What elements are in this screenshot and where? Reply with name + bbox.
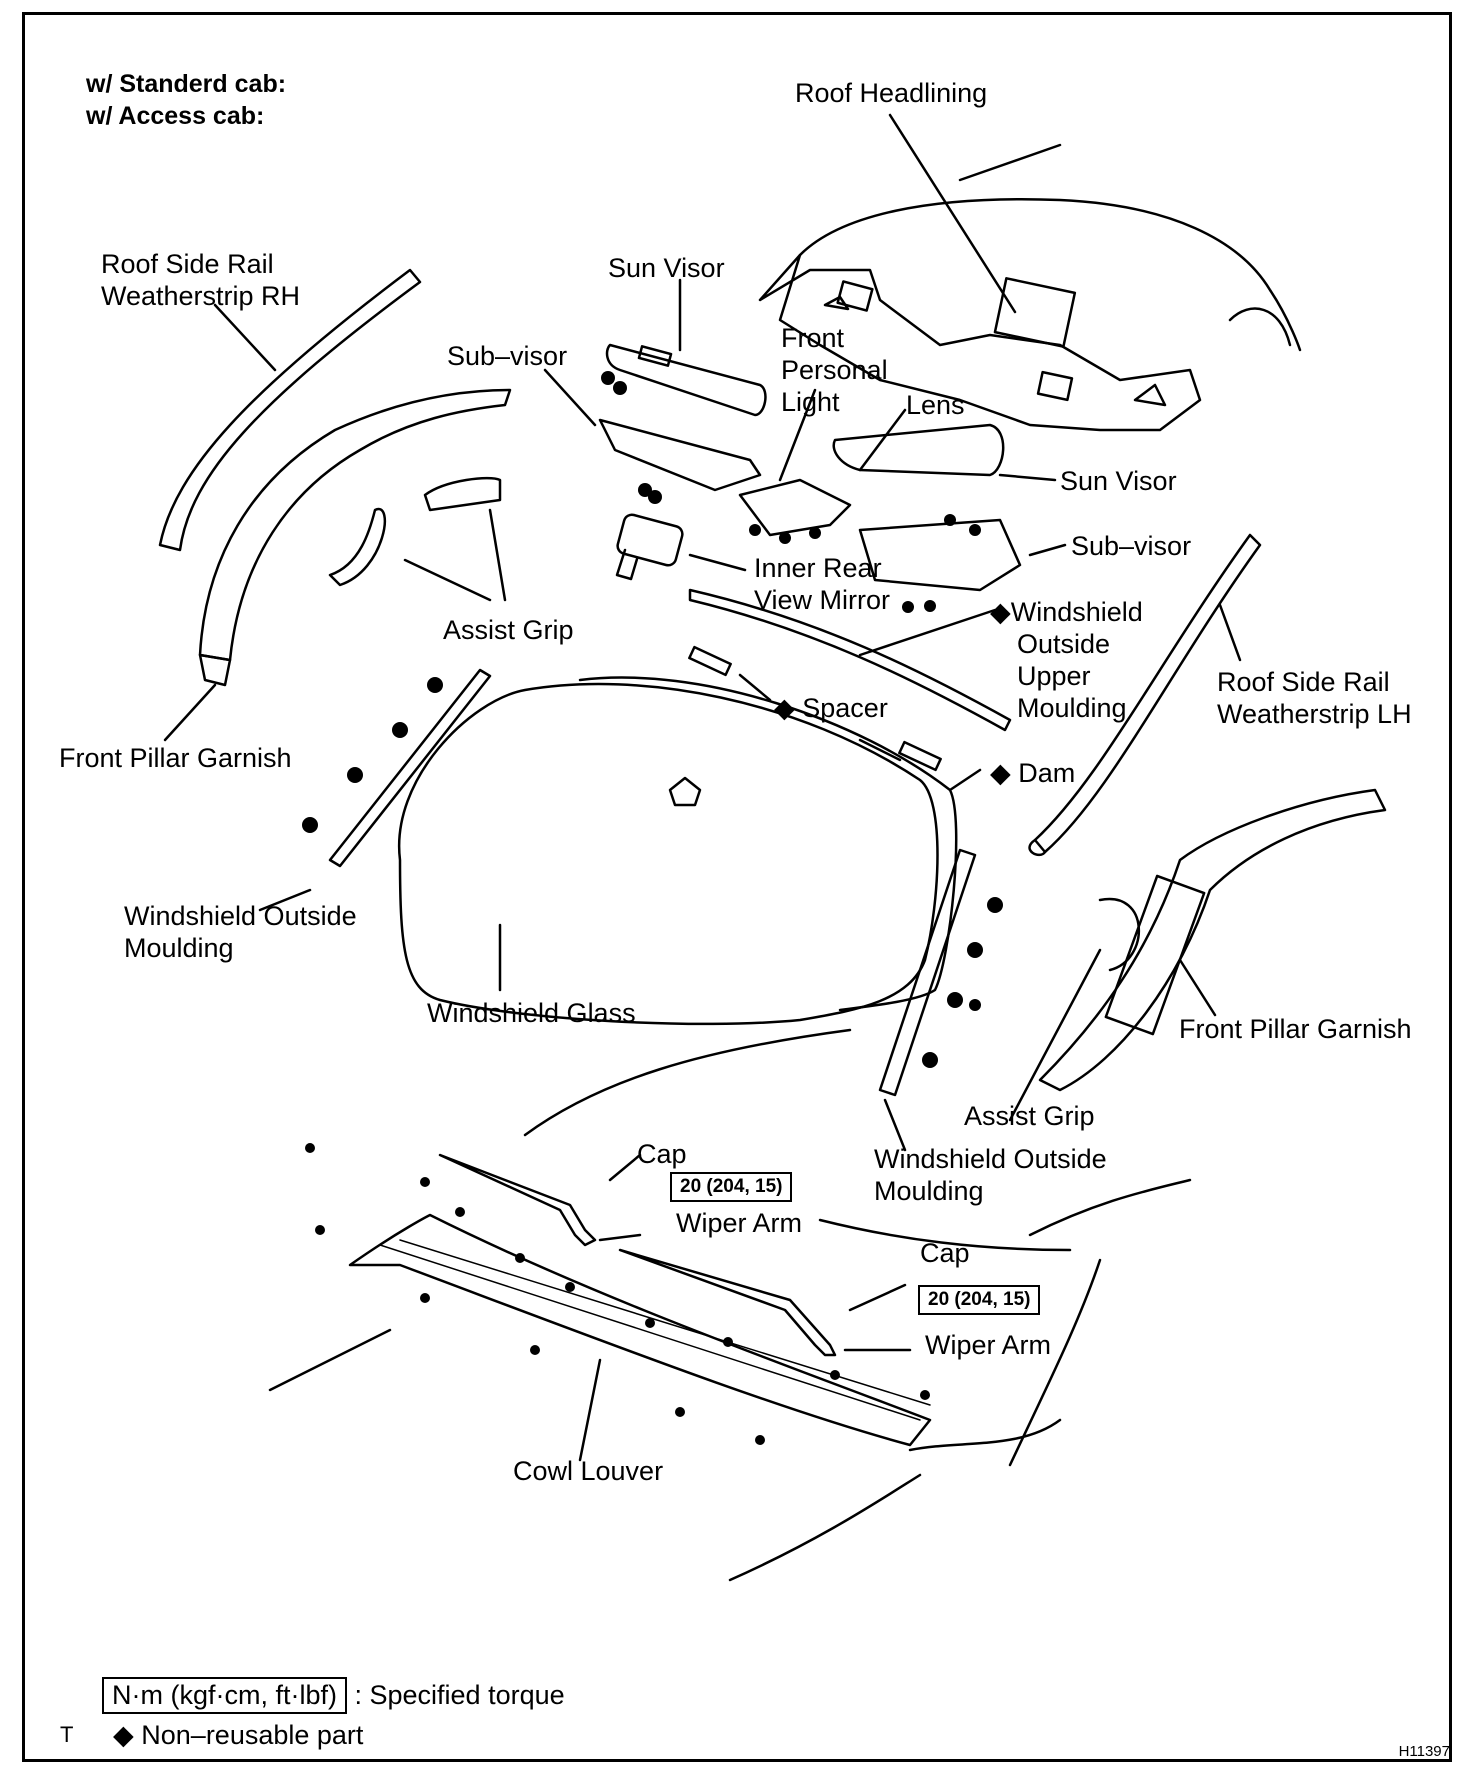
spacer-shapes: [688, 645, 982, 792]
label-roof-headlining: Roof Headlining: [795, 78, 988, 108]
label-line: Windshield Outside: [874, 1144, 1107, 1174]
label-front-personal-light: Front Personal Light: [781, 322, 888, 418]
label-windshield-outside-moulding-right: Windshield Outside Moulding: [874, 1143, 1107, 1207]
label-inner-rear-view-mirror: Inner Rear View Mirror: [754, 552, 890, 616]
label-line: Inner Rear: [754, 553, 882, 583]
legend-nonreusable: ◆ Non–reusable part: [113, 1720, 364, 1750]
label-line: Personal: [781, 355, 888, 385]
legend-unit-text: : Specified torque: [354, 1680, 565, 1710]
label-sun-visor-right: Sun Visor: [1060, 466, 1177, 496]
sun-visor-right-shape: [832, 408, 1067, 592]
label-line: Windshield Outside: [124, 901, 357, 931]
label-cap-right: Cap: [920, 1238, 970, 1268]
label-sun-visor-left: Sun Visor: [608, 253, 725, 283]
wiper-arm-shapes: [438, 1153, 912, 1357]
label-line: Front: [781, 323, 845, 353]
label-line: Light: [781, 387, 840, 417]
label-front-pillar-garnish-right: Front Pillar Garnish: [1179, 1014, 1412, 1044]
front-personal-light-shape: [738, 388, 852, 537]
diagram-frame: [22, 12, 1452, 1762]
label-lens: Lens: [906, 390, 965, 420]
assist-grip-right-shape: [1008, 897, 1141, 1122]
label-sub-visor-left: Sub–visor: [447, 341, 568, 371]
torque-value-right: 20 (204, 15): [918, 1285, 1041, 1315]
roof-headlining-shape: [758, 113, 1302, 432]
label-line: Outside: [1017, 629, 1111, 659]
legend-unit-box: N·m (kgf·cm, ft·lbf): [102, 1677, 347, 1714]
label-spacer: ◆ Spacer: [774, 693, 888, 723]
windshield-glass-shape: [397, 676, 958, 1026]
legend-torque: N·m (kgf·cm, ft·lbf) : Specified torque: [102, 1677, 565, 1714]
cab-type-header: w/ Standerd cab: w/ Access cab:: [86, 68, 286, 132]
document-id: H11397: [1398, 1743, 1450, 1760]
roof-side-rail-lh-shape: [1028, 533, 1262, 857]
assist-grip-left-shape: [328, 476, 507, 602]
front-pillar-garnish-right-shape: [1038, 788, 1387, 1092]
label-windshield-glass: Windshield Glass: [427, 998, 636, 1028]
label-sub-visor-right: Sub–visor: [1071, 531, 1192, 561]
label-roof-side-rail-rh: Roof Side Rail Weatherstrip RH: [101, 248, 300, 312]
label-windshield-outside-upper-moulding: ◆Windshield Outside Upper Moulding: [990, 596, 1143, 724]
roof-side-rail-rh-shape: [158, 268, 422, 552]
label-line: Roof Side Rail: [101, 249, 274, 279]
label-windshield-outside-moulding-left: Windshield Outside Moulding: [124, 900, 357, 964]
label-line: View Mirror: [754, 585, 891, 615]
sun-visor-left-shape: [543, 278, 767, 492]
label-assist-grip-left: Assist Grip: [443, 615, 574, 645]
label-dam: ◆ Dam: [990, 758, 1076, 788]
label-line: Moulding: [1017, 693, 1127, 723]
fastener-icons: [302, 371, 1003, 1445]
label-front-pillar-garnish-left: Front Pillar Garnish: [59, 743, 292, 773]
label-cap-left: Cap: [637, 1139, 687, 1169]
label-line: Moulding: [874, 1176, 984, 1206]
label-line: ◆Windshield: [990, 597, 1143, 627]
cowl-louver-shape: [268, 1028, 1192, 1582]
windshield-outside-moulding-left-shape: [258, 668, 492, 912]
label-line: Moulding: [124, 933, 234, 963]
cab-type-standard: w/ Standerd cab:: [86, 70, 287, 98]
torque-value-left: 20 (204, 15): [670, 1172, 793, 1202]
label-line: Roof Side Rail: [1217, 667, 1390, 697]
cab-type-access: w/ Access cab:: [86, 102, 265, 130]
windshield-outside-moulding-right-shape: [878, 848, 977, 1152]
label-wiper-arm-right: Wiper Arm: [925, 1330, 1052, 1360]
label-line: Weatherstrip RH: [101, 281, 301, 311]
front-pillar-garnish-left-shape: [163, 388, 512, 742]
inner-rear-view-mirror-shape: [615, 513, 747, 581]
label-line: Upper: [1017, 661, 1091, 691]
corner-mark: T: [60, 1722, 74, 1747]
label-roof-side-rail-lh: Roof Side Rail Weatherstrip LH: [1217, 666, 1412, 730]
windshield-outside-upper-moulding-shape: [688, 588, 1012, 732]
label-wiper-arm-left: Wiper Arm: [676, 1208, 803, 1238]
label-line: Weatherstrip LH: [1217, 699, 1412, 729]
label-assist-grip-right: Assist Grip: [964, 1101, 1095, 1131]
label-cowl-louver: Cowl Louver: [513, 1456, 664, 1486]
